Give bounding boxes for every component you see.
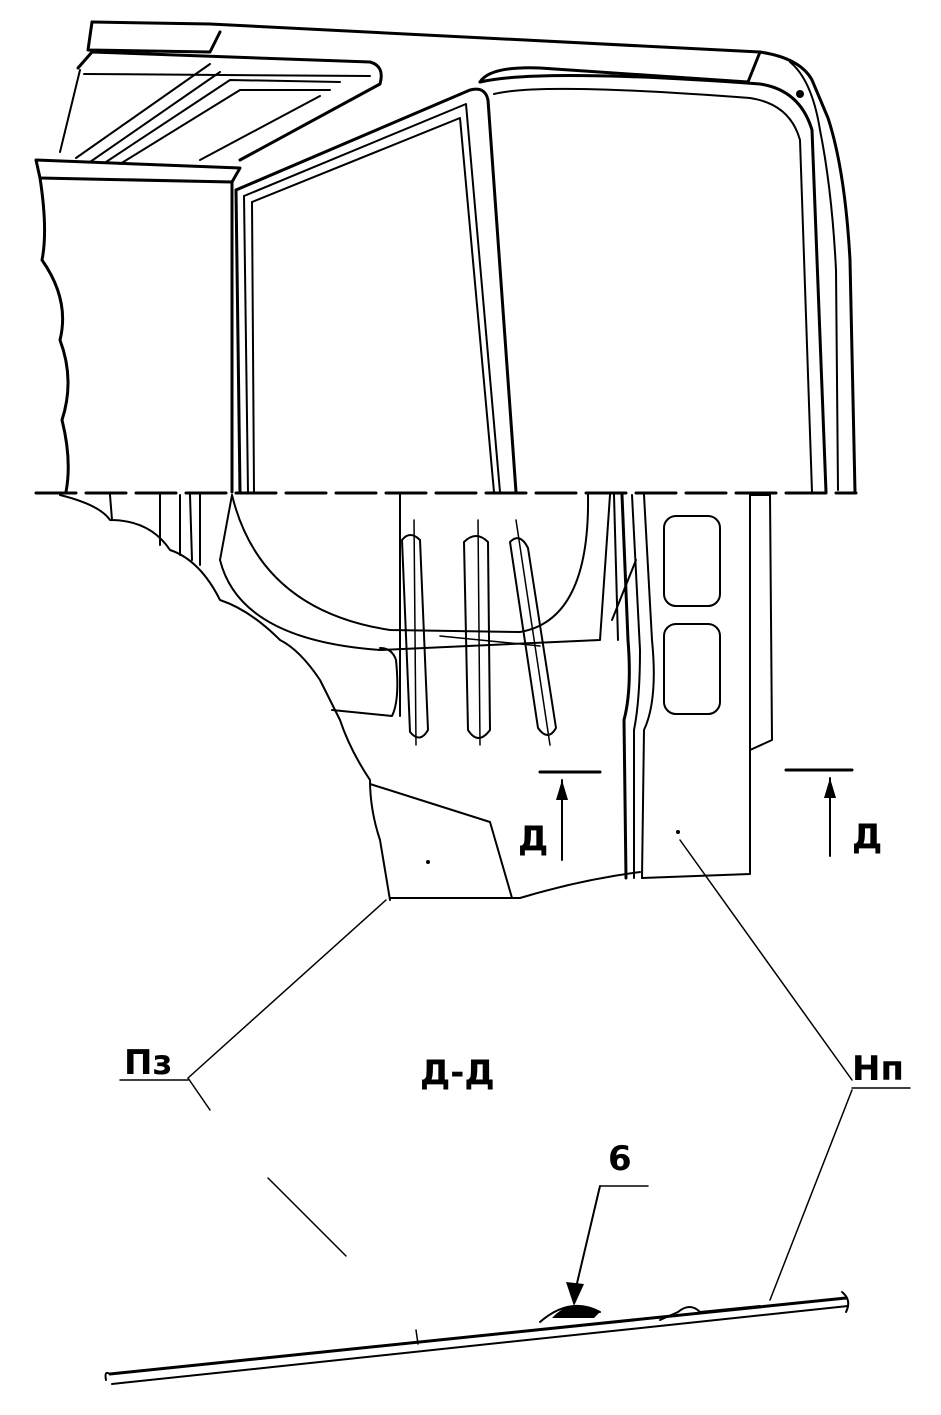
rear-window	[478, 73, 828, 494]
section-arrow-left: Д	[518, 770, 602, 861]
section-arrow-right: Д	[784, 768, 882, 857]
front-pillar	[34, 158, 242, 494]
section-view-title: Д-Д	[420, 1053, 495, 1093]
part-label-left: Пз	[124, 1043, 172, 1083]
roof-frame	[59, 20, 857, 494]
section-detail	[104, 1291, 850, 1385]
part-label-right: Нп	[852, 1049, 904, 1089]
section-mark-left: Д	[518, 819, 548, 859]
leader-lines	[119, 839, 911, 1301]
weld-number: 6	[608, 1139, 632, 1179]
lower-body	[59, 493, 773, 901]
weld-callout: 6	[566, 1139, 649, 1306]
door-window-frame	[234, 87, 518, 494]
section-mark-right: Д	[852, 817, 882, 857]
